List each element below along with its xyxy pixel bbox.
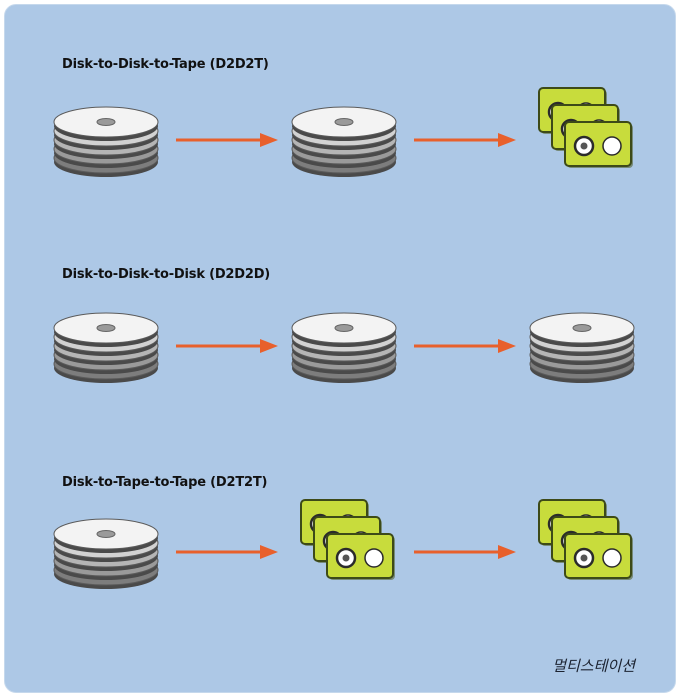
arrow-right-icon — [414, 545, 516, 559]
disk-stack-icon — [53, 518, 159, 589]
arrow-right-icon — [414, 133, 516, 147]
disk-stack-icon — [291, 106, 397, 177]
tape-cartridge-stack-icon — [538, 499, 633, 580]
row-title-d2t2t: Disk-to-Tape-to-Tape (D2T2T) — [62, 475, 268, 490]
arrow-right-icon — [176, 339, 278, 353]
caption: 멀티스테이션 — [552, 657, 635, 675]
arrow-right-icon — [176, 133, 278, 147]
disk-stack-icon — [529, 312, 635, 383]
disk-stack-icon — [53, 312, 159, 383]
tape-cartridge-stack-icon — [538, 87, 633, 168]
row-title-d2d2t: Disk-to-Disk-to-Tape (D2D2T) — [62, 57, 269, 72]
arrow-right-icon — [176, 545, 278, 559]
tape-cartridge-stack-icon — [300, 499, 395, 580]
row-title-d2d2d: Disk-to-Disk-to-Disk (D2D2D) — [62, 267, 271, 282]
disk-stack-icon — [53, 106, 159, 177]
arrow-right-icon — [414, 339, 516, 353]
disk-stack-icon — [291, 312, 397, 383]
